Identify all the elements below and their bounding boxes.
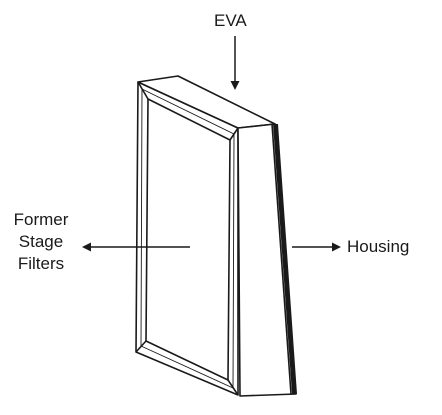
former-stage-filters-line-1: Former (13, 210, 69, 229)
former-stage-filters-line-3: Filters (17, 254, 65, 273)
arrows (82, 36, 341, 252)
former-stage-filters-line-2: Stage (18, 232, 64, 251)
eva-label: EVA (214, 11, 247, 30)
housing-label: Housing (347, 237, 410, 256)
filter-frame (135, 75, 297, 397)
former-stage-filters-label: Former Stage Filters (0, 209, 82, 275)
frame-side-black-edge (273, 124, 297, 394)
